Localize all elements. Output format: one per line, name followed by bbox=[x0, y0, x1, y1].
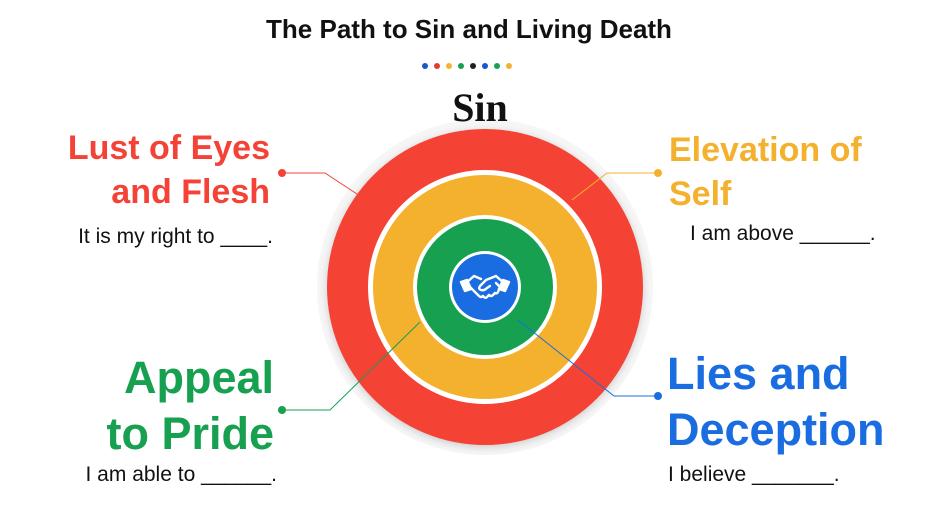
heading-lies: Lies and Deception bbox=[667, 346, 885, 458]
heading-elevation: Elevation of Self bbox=[669, 128, 862, 216]
subtext-lust: It is my right to ____. bbox=[78, 225, 273, 248]
connector-dot-lies bbox=[654, 392, 662, 400]
title-divider-dot bbox=[458, 63, 464, 69]
connector-lust bbox=[282, 172, 361, 197]
title-divider-dot bbox=[422, 63, 428, 69]
subtext-appeal: I am able to ______. bbox=[85, 463, 277, 486]
heading-appeal-line1: Appeal bbox=[123, 352, 274, 403]
center-label: Sin bbox=[452, 85, 508, 130]
connector-dot-elevation bbox=[654, 169, 662, 177]
heading-lust-line2: and Flesh bbox=[111, 173, 270, 211]
title-divider-dot bbox=[446, 63, 452, 69]
heading-elevation-line2: Self bbox=[669, 175, 732, 213]
connector-dot-lust bbox=[278, 169, 286, 177]
title-divider-dot bbox=[434, 63, 440, 69]
connector-lies bbox=[517, 319, 658, 397]
heading-lies-line2: Deception bbox=[667, 404, 885, 455]
heading-appeal: Appeal to Pride bbox=[106, 350, 274, 462]
subtext-elevation: I am above ______. bbox=[690, 222, 876, 245]
subtext-lies: I believe _______. bbox=[668, 463, 840, 486]
ring-lies-core bbox=[452, 254, 518, 320]
title-divider-dot bbox=[506, 63, 512, 69]
connector-appeal bbox=[282, 321, 421, 411]
heading-lust-line1: Lust of Eyes bbox=[67, 129, 270, 167]
heading-lies-line1: Lies and bbox=[667, 348, 850, 399]
heading-lust: Lust of Eyes and Flesh bbox=[68, 126, 270, 214]
connector-dot-appeal bbox=[278, 406, 286, 414]
heading-elevation-line1: Elevation of bbox=[669, 131, 862, 169]
connector-elevation bbox=[571, 172, 658, 201]
title-divider-dot bbox=[494, 63, 500, 69]
handshake-icon bbox=[459, 274, 511, 299]
title-divider-dot bbox=[470, 63, 476, 69]
page-title: The Path to Sin and Living Death bbox=[266, 14, 672, 44]
heading-appeal-line2: to Pride bbox=[106, 408, 274, 459]
title-divider-dot bbox=[482, 63, 488, 69]
